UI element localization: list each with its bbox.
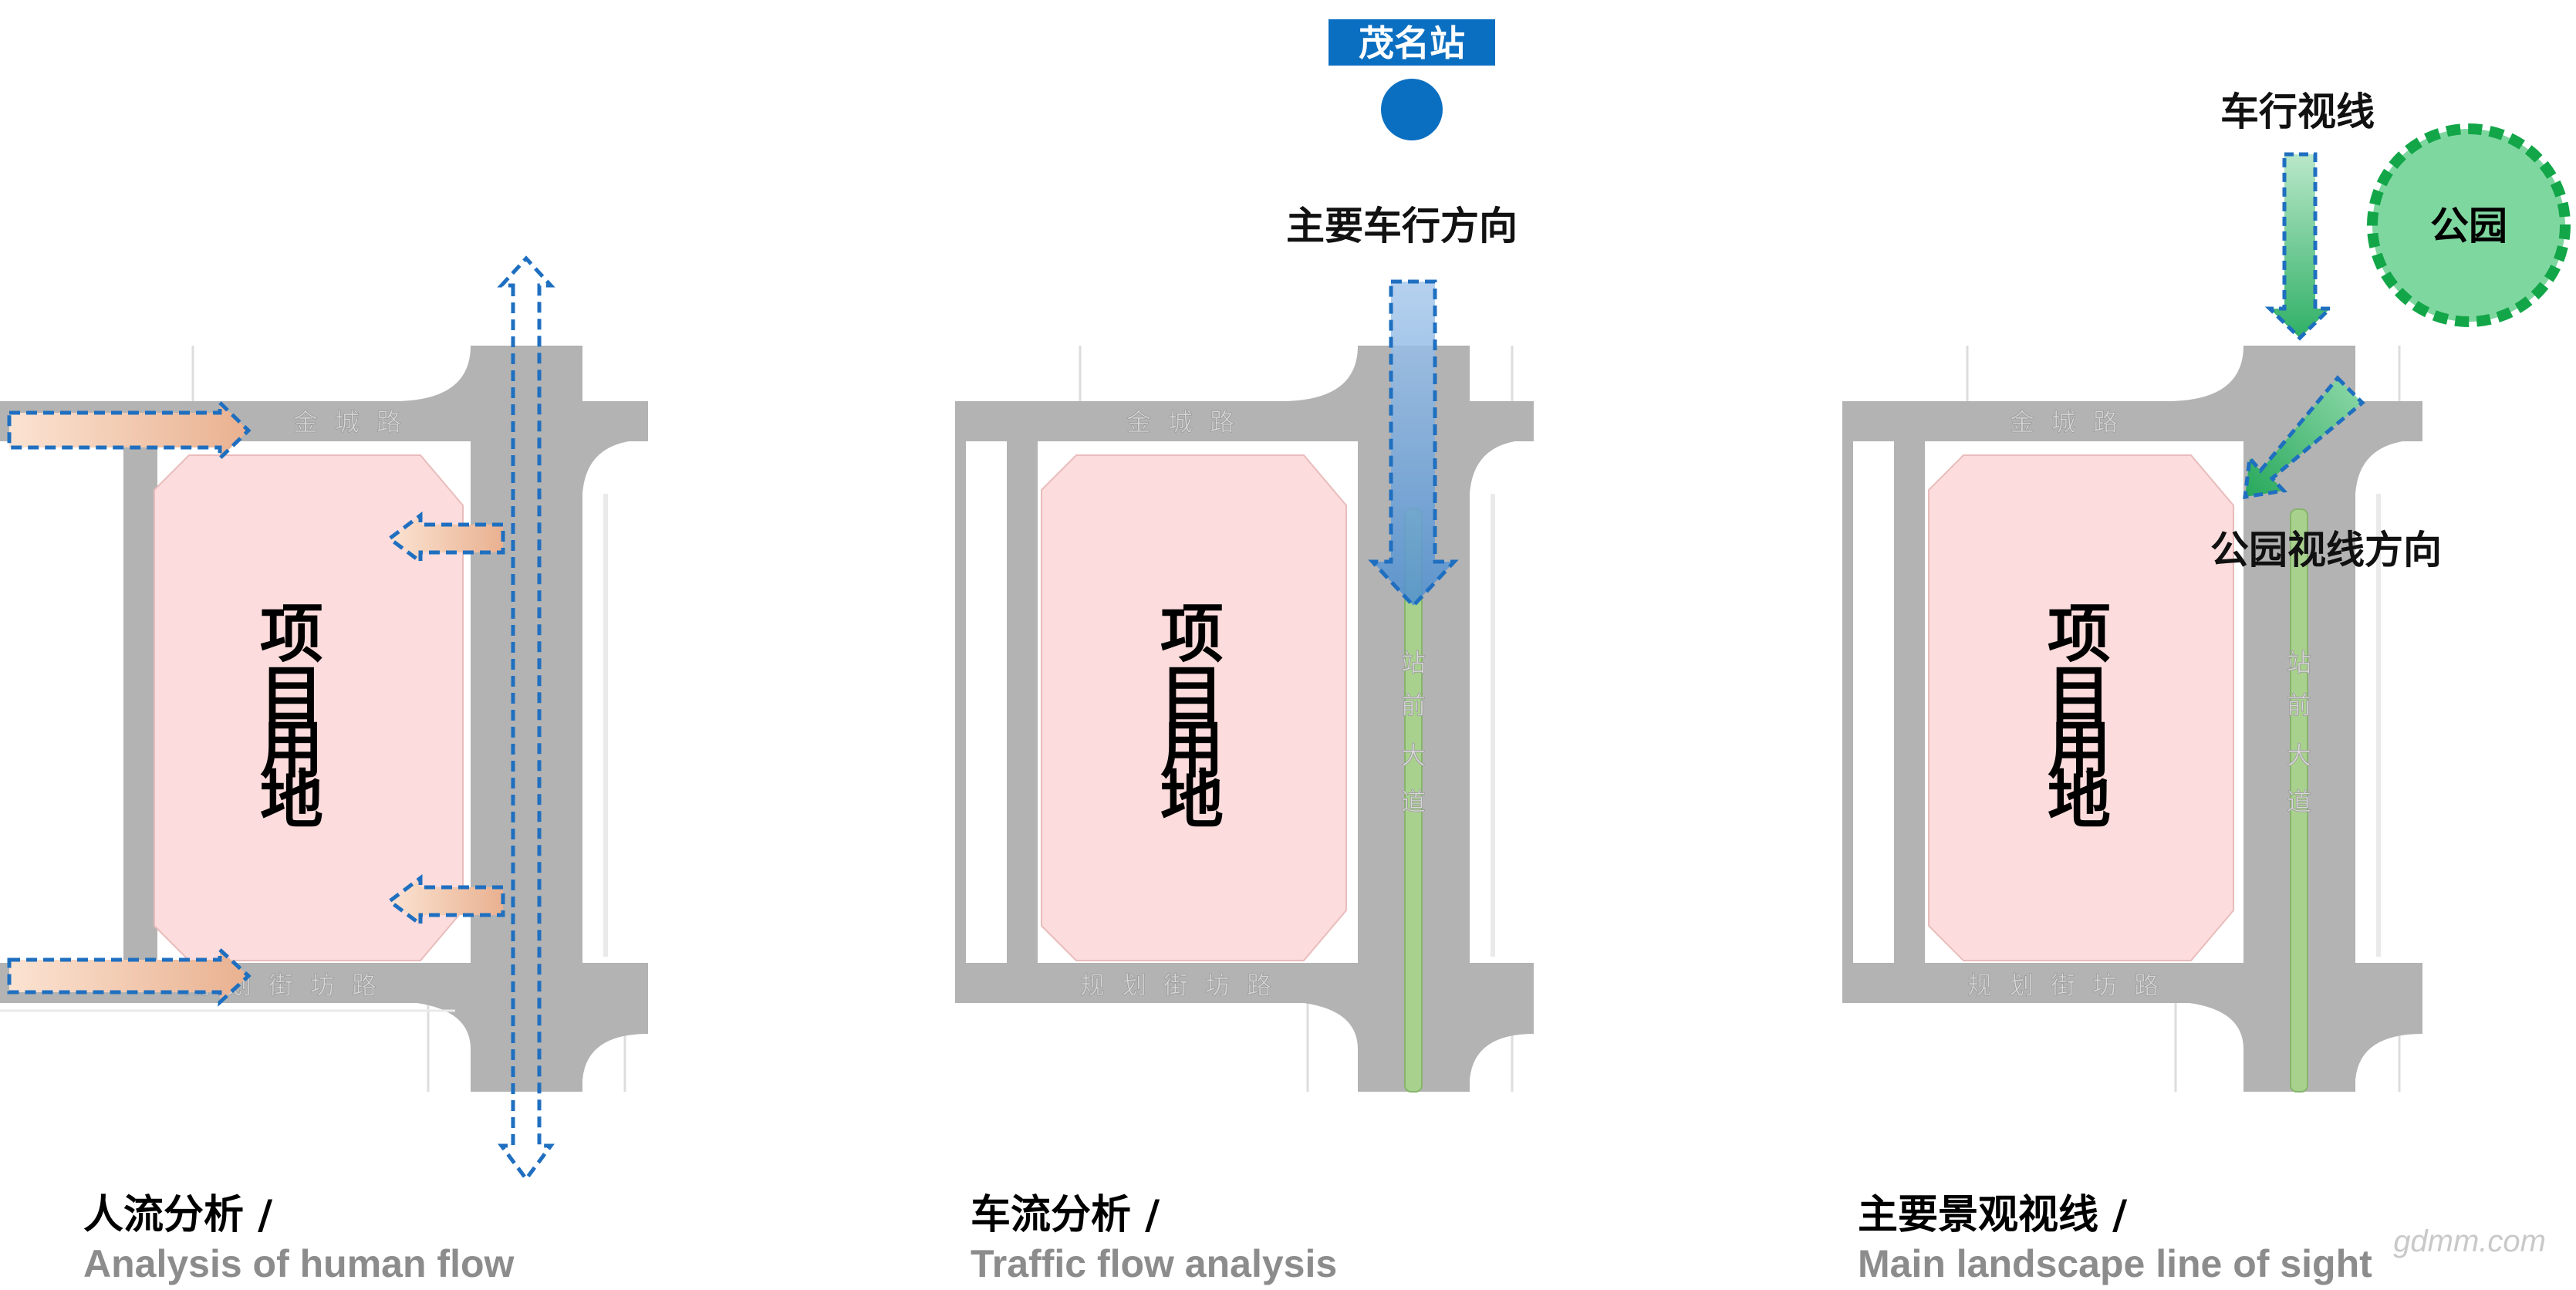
park-sight-label: 公园视线方向	[2210, 528, 2442, 572]
road-label-bottom: 规划街坊路	[1080, 971, 1288, 1000]
park-circle	[2367, 123, 2571, 327]
project-site	[1041, 454, 1347, 961]
svg-text:目: 目	[2048, 660, 2111, 733]
median-strip	[2290, 508, 2308, 1092]
panel-human-flow: 金城路 规划街坊路 项 目 用 地 人流分析 / Analysis of hum…	[0, 255, 648, 1285]
svg-text:地: 地	[2048, 764, 2111, 837]
svg-text:项: 项	[1160, 598, 1224, 671]
svg-text:大: 大	[1401, 741, 1426, 770]
project-site	[154, 454, 464, 961]
site-label: 项 目 用 地	[1160, 598, 1224, 837]
park-sight-arrow	[2243, 375, 2365, 499]
caption-cn: 车流分析 /	[971, 1192, 1160, 1238]
project-site	[1928, 454, 2234, 961]
svg-text:用: 用	[260, 714, 323, 787]
road-label-top: 金城路	[2010, 407, 2135, 437]
road-label-side: 站 前 大 道	[1401, 648, 1426, 817]
caption-en: Traffic flow analysis	[971, 1242, 1337, 1285]
svg-text:大: 大	[2287, 741, 2311, 770]
watermark: gdmm.com	[2393, 1224, 2546, 1258]
vehicle-sight-arrow	[2264, 152, 2335, 341]
svg-text:项: 项	[260, 598, 323, 671]
panel-traffic-flow: 金城路 规划街坊路 站 前 大 道 项 目 用 地 茂名站 主要车行方向 车流分…	[955, 19, 1534, 1285]
svg-text:前: 前	[1401, 691, 1426, 720]
road-network: 金城路 规划街坊路	[0, 346, 648, 1092]
pedestrian-arrow-mid-out-2	[386, 874, 505, 928]
svg-text:道: 道	[2287, 787, 2311, 816]
station-dot	[1381, 79, 1443, 140]
station-label: 茂名站	[1359, 22, 1465, 64]
svg-text:目: 目	[260, 660, 323, 733]
road-label-side: 站 前 大 道	[2287, 648, 2312, 817]
caption-cn: 主要景观视线 /	[1858, 1192, 2127, 1238]
park-label: 公园	[2430, 204, 2507, 248]
svg-text:地: 地	[260, 764, 323, 837]
road-label-top: 金城路	[1126, 407, 1251, 437]
pedestrian-arrow-top-in	[7, 398, 252, 463]
svg-text:前: 前	[2287, 691, 2311, 720]
site-label: 项 目 用 地	[260, 598, 323, 837]
panel-landscape-sight: 金城路 规划街坊路 站 前 大 道 项 目 用 地 公园 车行视线	[1842, 89, 2571, 1285]
svg-text:目: 目	[1160, 660, 1224, 733]
svg-text:地: 地	[1160, 764, 1224, 837]
pedestrian-arrow-vertical	[497, 255, 555, 1183]
pedestrian-arrow-bottom-in	[7, 945, 252, 1007]
svg-text:站: 站	[1401, 648, 1426, 677]
svg-text:站: 站	[2287, 648, 2311, 677]
caption-cn: 人流分析 /	[83, 1192, 272, 1238]
direction-label: 主要车行方向	[1286, 204, 1518, 248]
site-label: 项 目 用 地	[2048, 598, 2111, 837]
svg-text:项: 项	[2048, 598, 2111, 671]
station-label-box	[1329, 19, 1495, 66]
caption-en: Analysis of human flow	[83, 1242, 515, 1285]
caption-en: Main landscape line of sight	[1858, 1242, 2372, 1285]
station-marker: 茂名站	[1329, 19, 1495, 140]
vehicle-sight-label: 车行视线	[2220, 89, 2375, 134]
svg-text:用: 用	[2048, 714, 2111, 787]
park-marker: 公园	[2367, 123, 2571, 327]
road-label-bottom: 规划街坊路	[1967, 971, 2176, 1000]
svg-text:道: 道	[1401, 787, 1426, 816]
pedestrian-arrow-mid-out-1	[386, 512, 505, 566]
svg-text:用: 用	[1160, 714, 1224, 787]
traffic-direction-arrow	[1368, 279, 1459, 609]
road-network: 金城路 规划街坊路 站 前 大 道	[955, 346, 1534, 1092]
road-label-top: 金城路	[293, 407, 418, 437]
